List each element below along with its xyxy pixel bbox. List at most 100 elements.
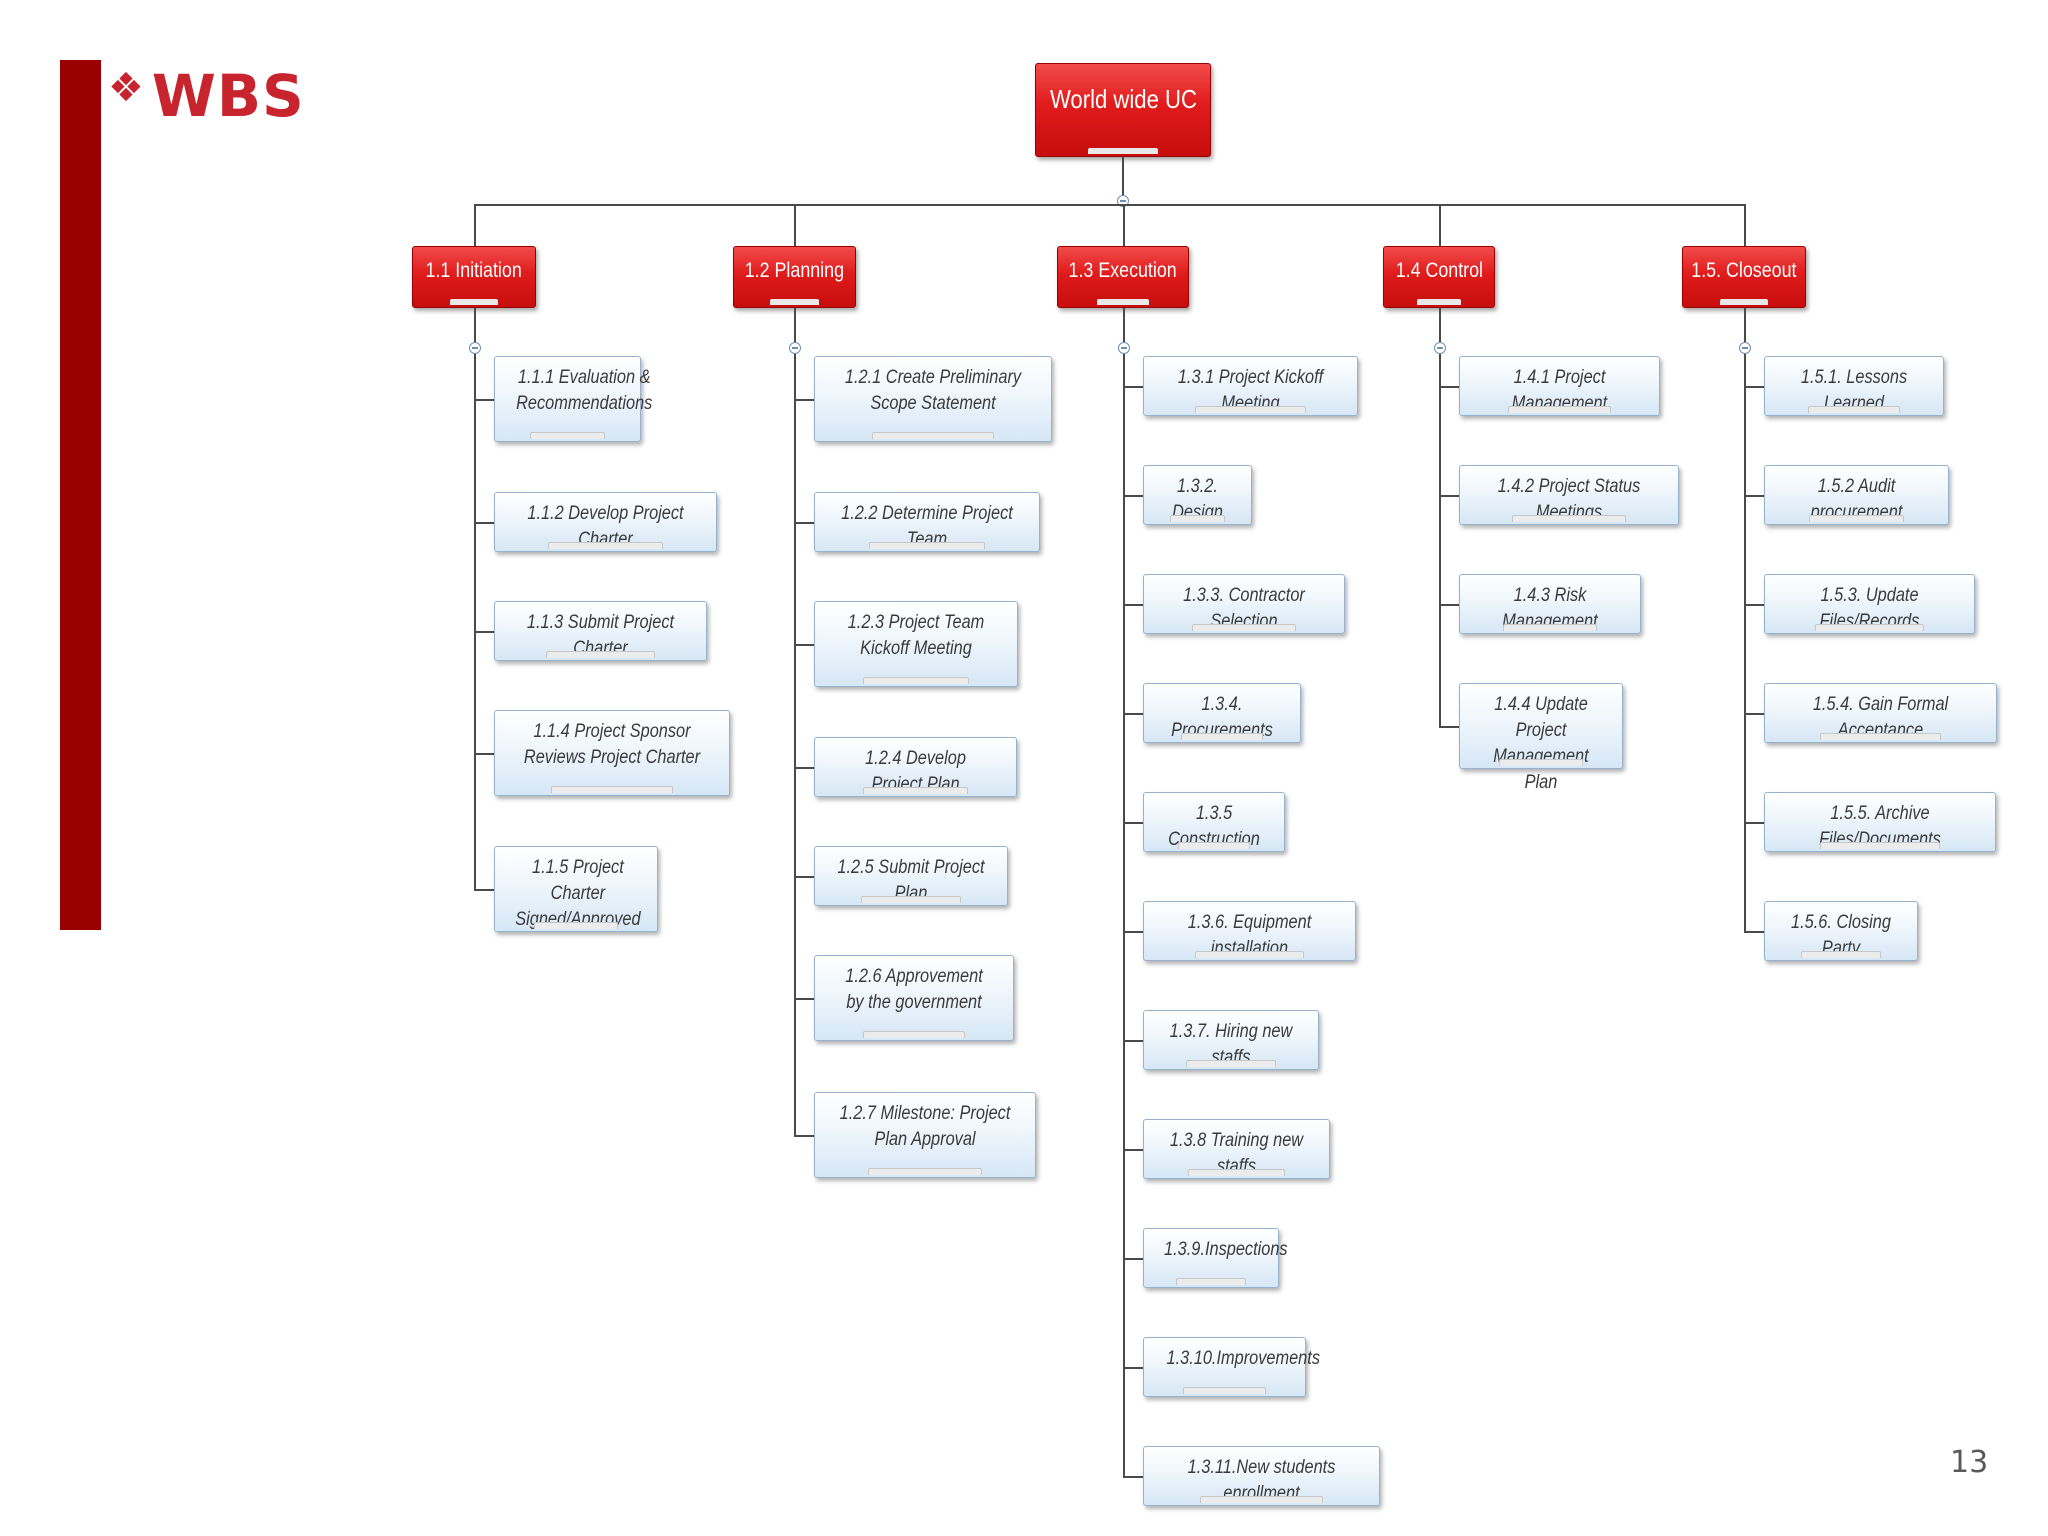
- phase-node[interactable]: 1.2 Planning: [733, 246, 856, 308]
- task-node[interactable]: 1.2.4 Develop Project Plan: [814, 737, 1017, 797]
- task-node-label: 1.3.5 Construction: [1168, 803, 1260, 850]
- task-node[interactable]: 1.3.3. Contractor Selection: [1143, 574, 1345, 634]
- collapse-toggle-icon[interactable]: [1118, 342, 1130, 354]
- phase-node-label: 1.2 Planning: [744, 259, 845, 282]
- task-node[interactable]: 1.1.2 Develop Project Charter: [494, 492, 717, 552]
- task-connector: [1123, 1149, 1145, 1151]
- task-connector: [1744, 604, 1766, 606]
- task-node[interactable]: 1.1.1 Evaluation & Recommendations: [494, 356, 652, 442]
- task-node-label: 1.4.4 Update Project Management Plan: [1493, 694, 1589, 793]
- phase-node-label: 1.5. Closeout: [1691, 259, 1797, 282]
- task-node[interactable]: 1.3.8 Training new staffs: [1143, 1119, 1330, 1179]
- page-number: 13: [1950, 1445, 1989, 1480]
- phase-node-label: 1.3 Execution: [1068, 259, 1178, 282]
- phase-node-label: 1.1 Initiation: [425, 259, 523, 282]
- phase-node-label: 1.4 Control: [1395, 259, 1483, 282]
- task-node[interactable]: 1.5.5. Archive Files/Documents: [1764, 792, 1996, 852]
- task-node[interactable]: 1.2.7 Milestone: Project Plan Approval: [814, 1092, 1036, 1178]
- phase-node[interactable]: 1.4 Control: [1383, 246, 1495, 308]
- phase-stem-connector: [794, 308, 796, 1135]
- phase-stem-connector: [474, 308, 476, 889]
- task-node[interactable]: 1.5.2 Audit procurement: [1764, 465, 1949, 525]
- task-node[interactable]: 1.1.4 Project Sponsor Reviews Project Ch…: [494, 710, 730, 796]
- task-connector: [1123, 495, 1145, 497]
- diamond-bullet-icon: ❖: [108, 65, 144, 111]
- phase-connector: [1744, 204, 1746, 246]
- phase-connector: [474, 204, 476, 246]
- task-connector: [794, 876, 816, 878]
- task-connector: [1744, 713, 1766, 715]
- task-connector: [1123, 604, 1145, 606]
- task-node[interactable]: 1.3.7. Hiring new staffs: [1143, 1010, 1319, 1070]
- task-node[interactable]: 1.4.3 Risk Management: [1459, 574, 1641, 634]
- task-node-label: 1.5.6. Closing Party: [1791, 912, 1891, 959]
- phase-node[interactable]: 1.1 Initiation: [412, 246, 536, 308]
- task-node[interactable]: 1.3.9.Inspections: [1143, 1228, 1288, 1288]
- root-connector: [1122, 157, 1124, 204]
- task-node-label: 1.3.4. Procurements: [1171, 694, 1273, 741]
- task-node[interactable]: 1.3.10.Improvements: [1143, 1337, 1320, 1397]
- task-connector: [794, 522, 816, 524]
- task-connector: [794, 399, 816, 401]
- task-node[interactable]: 1.2.2 Determine Project Team: [814, 492, 1040, 552]
- task-node[interactable]: 1.3.1 Project Kickoff Meeting: [1143, 356, 1358, 416]
- task-connector: [1744, 822, 1766, 824]
- task-connector: [794, 998, 816, 1000]
- task-node[interactable]: 1.5.1. Lessons Learned: [1764, 356, 1944, 416]
- task-connector: [474, 399, 496, 401]
- root-node[interactable]: World wide UC: [1035, 63, 1211, 157]
- collapse-toggle-icon[interactable]: [1739, 342, 1751, 354]
- phase-node[interactable]: 1.3 Execution: [1057, 246, 1189, 308]
- task-node-label: 1.2.3 Project Team Kickoff Meeting: [847, 612, 985, 659]
- task-node[interactable]: 1.4.1 Project Management: [1459, 356, 1660, 416]
- task-node[interactable]: 1.2.5 Submit Project Plan: [814, 846, 1008, 906]
- task-node-label: 1.5.1. Lessons Learned: [1800, 367, 1908, 414]
- task-node[interactable]: 1.3.4. Procurements: [1143, 683, 1301, 743]
- task-connector: [474, 889, 496, 891]
- task-node-label: 1.1.5 Project Charter Signed/Approved: [515, 857, 641, 930]
- slide-title-text: WBS: [151, 62, 305, 130]
- task-node-label: 1.3.8 Training new staffs: [1169, 1130, 1304, 1177]
- task-node[interactable]: 1.3.6. Equipment installation: [1143, 901, 1356, 961]
- task-node[interactable]: 1.4.2 Project Status Meetings: [1459, 465, 1679, 525]
- task-node-label: 1.3.6. Equipment installation: [1187, 912, 1312, 959]
- task-connector: [1123, 1258, 1145, 1260]
- task-node[interactable]: 1.4.4 Update Project Management Plan: [1459, 683, 1623, 793]
- task-node-label: 1.1.3 Submit Project Charter: [526, 612, 675, 659]
- task-connector: [1744, 495, 1766, 497]
- task-node[interactable]: 1.1.3 Submit Project Charter: [494, 601, 707, 661]
- task-node[interactable]: 1.5.6. Closing Party: [1764, 901, 1918, 961]
- task-node-label: 1.2.2 Determine Project Team: [841, 503, 1013, 550]
- collapse-toggle-icon[interactable]: [469, 342, 481, 354]
- task-node[interactable]: 1.2.3 Project Team Kickoff Meeting: [814, 601, 1018, 687]
- phase-connector: [1123, 204, 1125, 246]
- task-connector: [1744, 931, 1766, 933]
- task-node-label: 1.4.2 Project Status Meetings: [1497, 476, 1641, 523]
- task-node[interactable]: 1.3.5 Construction: [1143, 792, 1285, 852]
- task-node[interactable]: 1.1.5 Project Charter Signed/Approved: [494, 846, 658, 932]
- task-node-label: 1.5.2 Audit procurement: [1810, 476, 1903, 523]
- task-node-label: 1.1.2 Develop Project Charter: [527, 503, 684, 550]
- collapse-toggle-icon[interactable]: [1434, 342, 1446, 354]
- task-node[interactable]: 1.3.11.New students enrollment: [1143, 1446, 1380, 1506]
- task-node-label: 1.5.3. Update Files/Records: [1819, 585, 1920, 632]
- task-connector: [1123, 1367, 1145, 1369]
- task-connector: [1123, 713, 1145, 715]
- task-node[interactable]: 1.3.2. Design: [1143, 465, 1252, 525]
- task-node-label: 1.2.5 Submit Project Plan: [837, 857, 985, 904]
- phase-node[interactable]: 1.5. Closeout: [1682, 246, 1806, 308]
- task-connector: [794, 644, 816, 646]
- task-node[interactable]: 1.5.4. Gain Formal Acceptance: [1764, 683, 1997, 743]
- task-connector: [794, 1135, 816, 1137]
- task-node[interactable]: 1.2.1 Create Preliminary Scope Statement: [814, 356, 1052, 442]
- phase-stem-connector: [1123, 308, 1125, 1476]
- collapse-toggle-icon[interactable]: [789, 342, 801, 354]
- task-connector: [1123, 931, 1145, 933]
- task-node[interactable]: 1.2.6 Approvement by the government: [814, 955, 1014, 1041]
- task-node-label: 1.5.5. Archive Files/Documents: [1819, 803, 1941, 850]
- accent-side-bar: [60, 60, 101, 930]
- task-connector: [1123, 822, 1145, 824]
- task-node-label: 1.3.1 Project Kickoff Meeting: [1177, 367, 1324, 414]
- task-node[interactable]: 1.5.3. Update Files/Records: [1764, 574, 1975, 634]
- task-connector: [1439, 495, 1461, 497]
